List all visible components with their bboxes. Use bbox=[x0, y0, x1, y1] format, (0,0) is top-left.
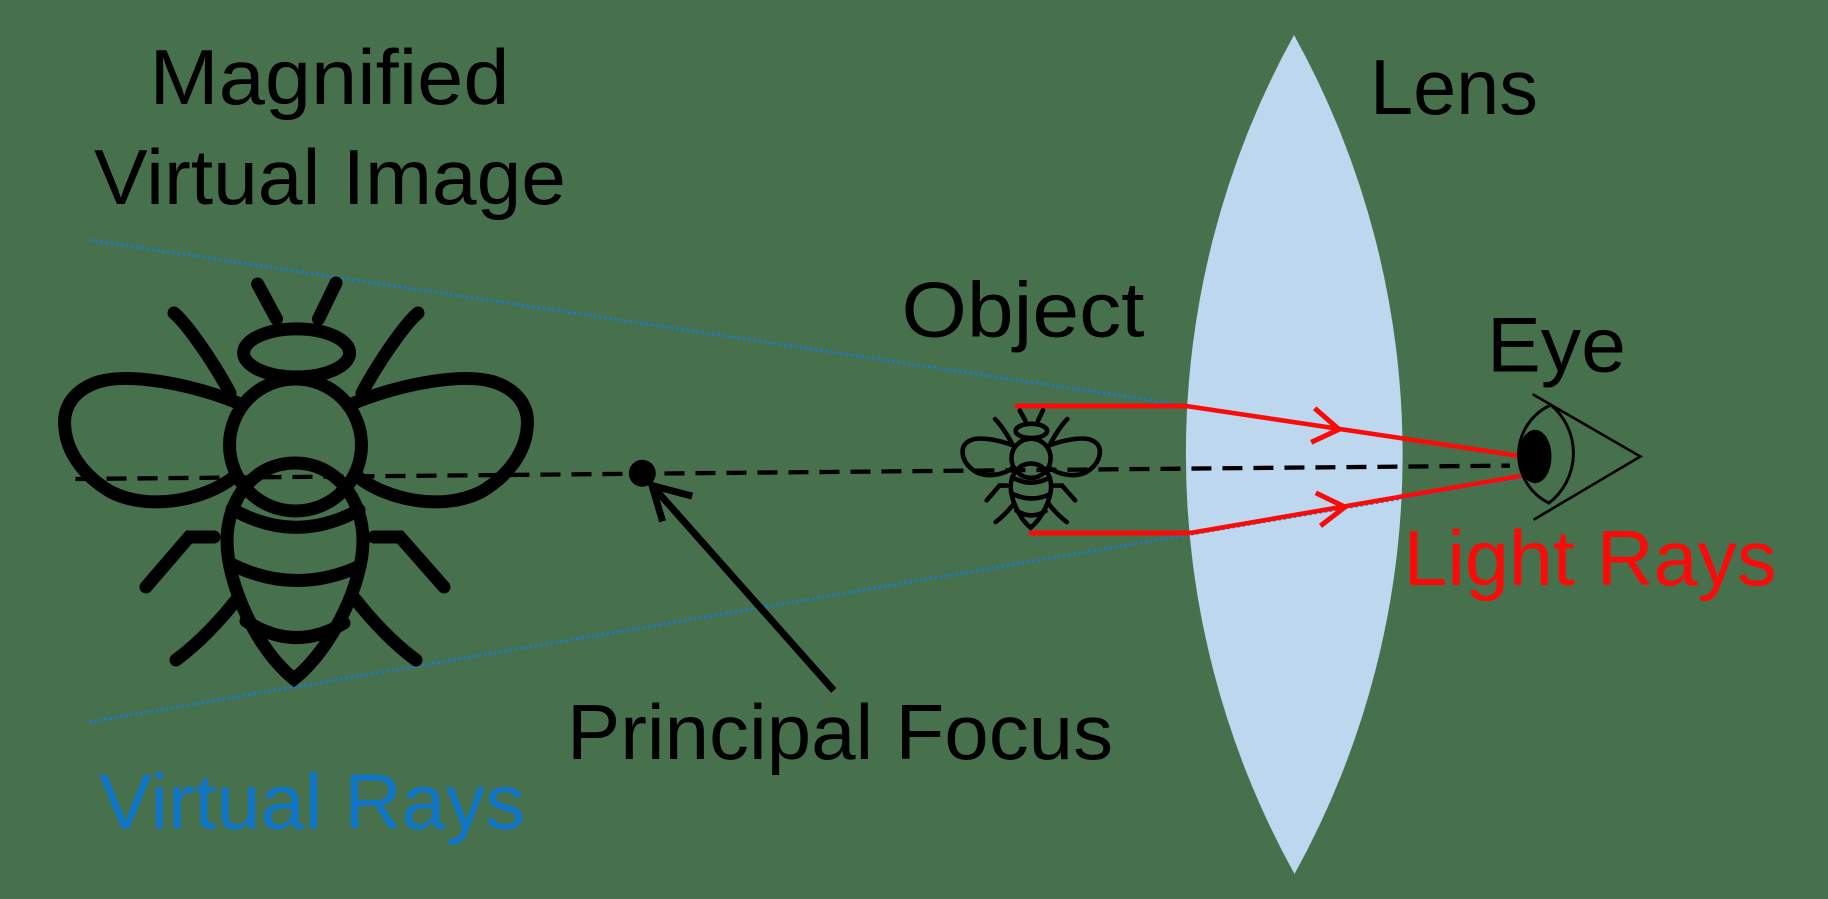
svg-text:Object: Object bbox=[902, 266, 1145, 354]
svg-text:Virtual Image: Virtual Image bbox=[94, 133, 566, 221]
svg-text:Magnified: Magnified bbox=[150, 33, 510, 121]
svg-text:Eye: Eye bbox=[1487, 301, 1626, 389]
svg-text:Virtual Rays: Virtual Rays bbox=[99, 758, 525, 846]
svg-text:Lens: Lens bbox=[1370, 43, 1538, 131]
svg-text:Light Rays: Light Rays bbox=[1404, 514, 1777, 602]
svg-text:Principal Focus: Principal Focus bbox=[567, 688, 1113, 776]
